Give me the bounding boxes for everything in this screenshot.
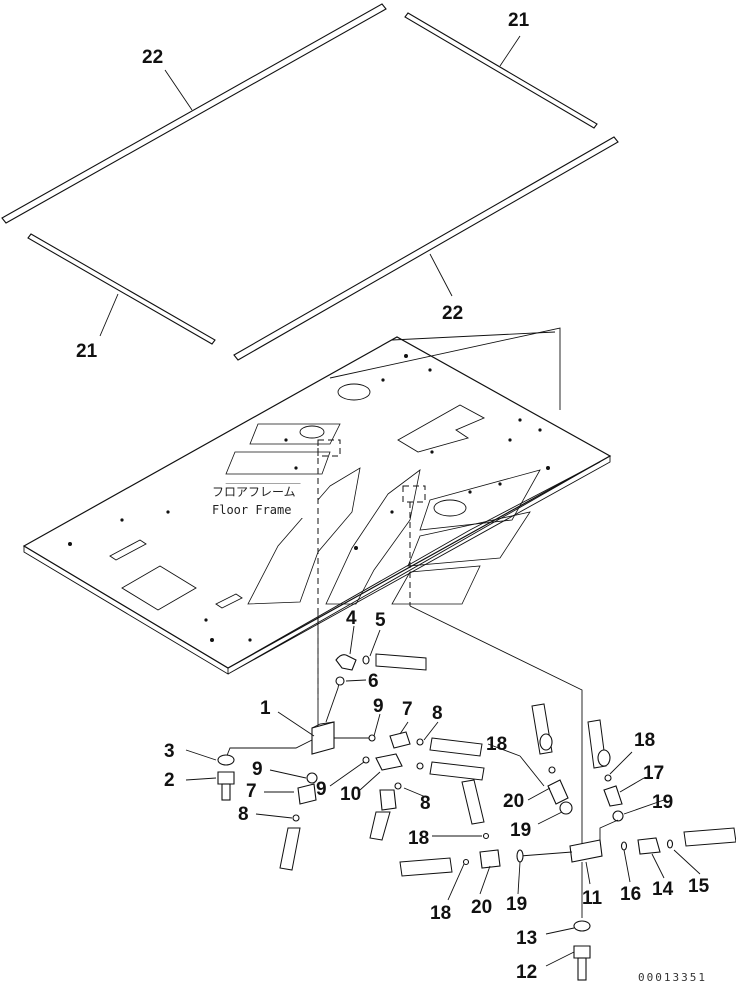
frame-label-jp: フロアフレーム	[212, 485, 296, 499]
callout-label-22b: 22	[442, 303, 463, 324]
callout-label-8c: 8	[238, 804, 249, 825]
drawing-code: 00013351	[638, 971, 707, 984]
callout-label-16: 16	[620, 884, 641, 905]
callout-label-19a: 19	[652, 792, 673, 813]
callout-label-12: 12	[516, 962, 537, 983]
reference-leaders	[317, 439, 583, 848]
callout-label-20b: 20	[471, 897, 492, 918]
seal-strip-22-upper	[1, 3, 387, 224]
callout-label-8a: 8	[432, 703, 443, 724]
callout-21-22-label-22a: 22	[142, 47, 163, 68]
callout-label-20a: 20	[503, 791, 524, 812]
seal-strip-21-upper-right	[404, 12, 598, 129]
callout-label-7b: 7	[246, 781, 257, 802]
seal-strip-21-lower-left	[27, 233, 216, 345]
callout-label-2: 2	[164, 770, 175, 791]
callout-label-7a: 7	[402, 699, 413, 720]
callout-label-21b: 21	[76, 341, 98, 362]
callout-label-19b: 19	[510, 820, 531, 841]
callout-label-19c: 19	[506, 894, 527, 915]
callout-labels: 22 21 21 22 4 5 6 1 9 7 8 18 3 2 9 9 10 …	[76, 10, 710, 983]
callout-label-8b: 8	[420, 793, 431, 814]
callout-label-14: 14	[652, 879, 674, 900]
callout-label-3: 3	[164, 741, 175, 762]
callout-label-6: 6	[368, 671, 379, 692]
callout-label-18c: 18	[408, 828, 429, 849]
callout-label-5: 5	[375, 610, 386, 631]
callout-label-18a: 18	[486, 734, 507, 755]
fittings-right-group	[399, 703, 736, 981]
callout-label-1: 1	[260, 698, 271, 719]
callout-label-9c: 9	[316, 779, 327, 800]
frame-label-en: Floor Frame	[212, 503, 291, 517]
callout-label-10: 10	[340, 784, 361, 805]
callout-label-4: 4	[346, 608, 357, 629]
floor-frame-plate	[22, 327, 612, 675]
fittings-left-group	[217, 653, 485, 871]
callout-label-18d: 18	[430, 903, 451, 924]
callout-leaders	[99, 35, 701, 967]
callout-label-9a: 9	[373, 696, 384, 717]
callout-label-18b: 18	[634, 730, 655, 751]
callout-label-21a: 21	[508, 10, 530, 31]
callout-label-15: 15	[688, 876, 710, 897]
callout-label-17: 17	[643, 763, 664, 784]
callout-label-9b: 9	[252, 759, 263, 780]
callout-label-11: 11	[582, 888, 603, 909]
floor-frame-label: フロアフレーム Floor Frame	[210, 484, 318, 518]
callout-label-13: 13	[516, 928, 537, 949]
seal-strip-22-lower	[233, 136, 619, 361]
